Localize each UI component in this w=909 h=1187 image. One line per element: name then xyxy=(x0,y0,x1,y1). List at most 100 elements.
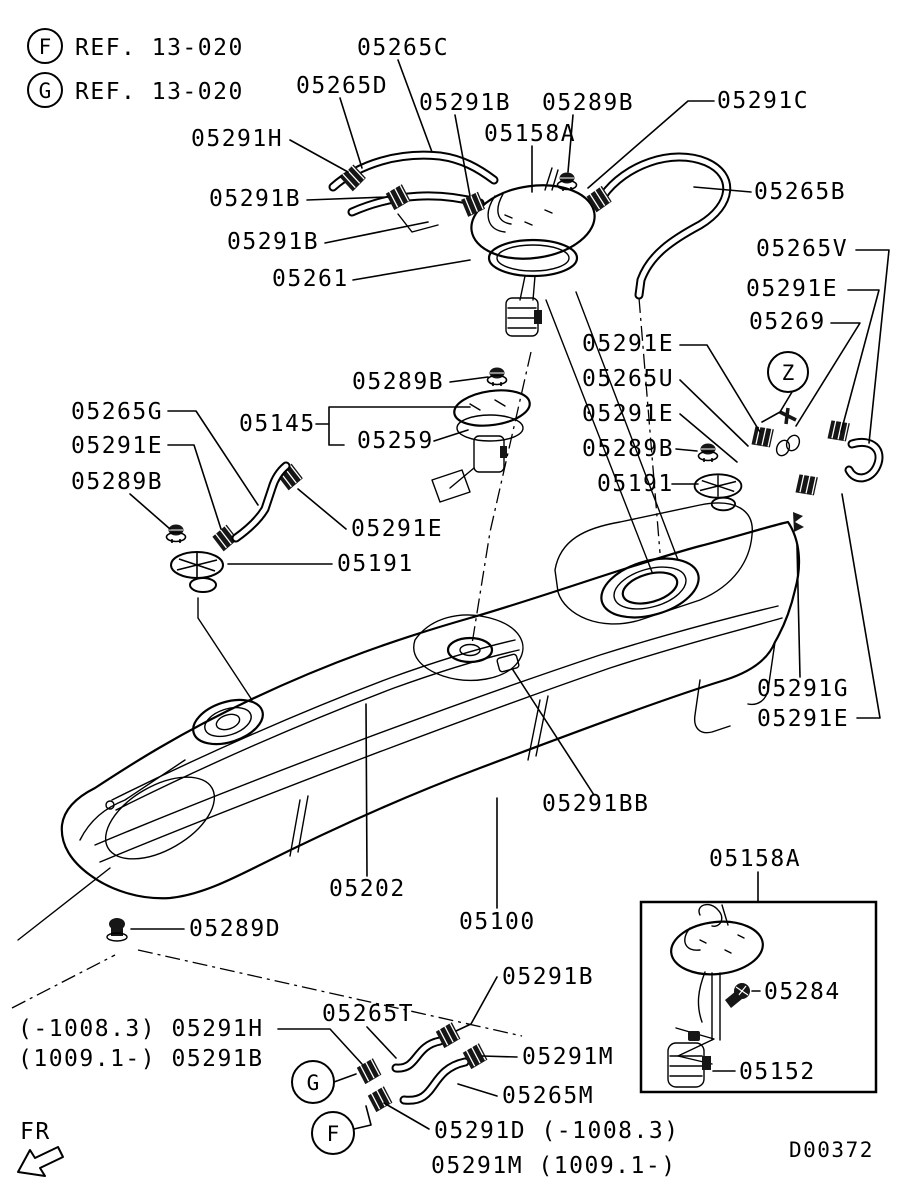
drawing-number: D00372 xyxy=(789,1138,874,1162)
callout-05291D-range[interactable]: 05291D (-1008.3) xyxy=(434,1118,680,1144)
callout-05152[interactable]: 05152 xyxy=(739,1059,816,1085)
callout-05158A-2[interactable]: 05158A xyxy=(709,846,801,872)
sender-tab xyxy=(500,446,507,458)
callout-05289B-4[interactable]: 05289B xyxy=(71,469,163,495)
tank-front-face-edge-2 xyxy=(99,617,783,863)
callout-range-05291B[interactable]: (1009.1-) 05291B xyxy=(18,1046,264,1072)
callout-05289B-2[interactable]: 05289B xyxy=(352,369,444,395)
callout-05265C[interactable]: 05265C xyxy=(357,35,449,61)
hose-circle-G[interactable] xyxy=(291,1060,335,1104)
callout-05291E-5[interactable]: 05291E xyxy=(351,516,443,542)
zone-circle-Z[interactable] xyxy=(767,351,809,393)
inset-plate-marks xyxy=(699,934,745,954)
callout-05145[interactable]: 05145 xyxy=(239,411,316,437)
callout-05191-1[interactable]: 05191 xyxy=(597,471,674,497)
callout-05291B-3[interactable]: 05291B xyxy=(227,229,319,255)
cross-fitting xyxy=(779,407,797,425)
connector xyxy=(775,439,791,457)
callout-05191-2[interactable]: 05191 xyxy=(337,551,414,577)
callout-05291E-4[interactable]: 05291E xyxy=(71,433,163,459)
callout-range-05291H[interactable]: (-1008.3) 05291H xyxy=(18,1016,264,1042)
hose-clamp-icon xyxy=(747,421,779,453)
zone-letter-Z[interactable]: Z xyxy=(782,361,795,385)
callout-05265U[interactable]: 05265U xyxy=(582,366,674,392)
callout-05265G[interactable]: 05265G xyxy=(71,399,163,425)
pump-opening-hub xyxy=(621,571,679,605)
left-valve-cluster xyxy=(165,461,306,701)
ref-letter-F[interactable]: F xyxy=(39,35,52,59)
callout-05261[interactable]: 05261 xyxy=(272,266,349,292)
callout-05202[interactable]: 05202 xyxy=(329,876,406,902)
top-pipe-2 xyxy=(115,649,520,811)
callout-05289B-3[interactable]: 05289B xyxy=(582,436,674,462)
callout-05291E-1[interactable]: 05291E xyxy=(746,276,838,302)
sender-opening-hub xyxy=(459,643,481,657)
projection-line xyxy=(137,949,523,1037)
hose-05265T-fill xyxy=(393,1038,443,1071)
callout-05291E-6[interactable]: 05291E xyxy=(757,706,849,732)
tank-nose-pocket xyxy=(104,776,216,860)
hose-ref-G[interactable]: G xyxy=(291,1060,335,1104)
inset-filter-cap xyxy=(688,1031,700,1041)
callout-05265D[interactable]: 05265D xyxy=(296,73,388,99)
zone-callout-Z[interactable]: Z xyxy=(767,351,809,393)
projection-line xyxy=(638,297,661,554)
ref-letter-G[interactable]: G xyxy=(39,79,52,103)
callout-05291BB[interactable]: 05291BB xyxy=(542,791,649,817)
bolt-flange xyxy=(106,932,128,942)
hose-05265B-fill xyxy=(600,154,730,298)
callout-05291E-2[interactable]: 05291E xyxy=(582,331,674,357)
tank-outline xyxy=(60,520,801,900)
hose-letter-F[interactable]: F xyxy=(327,1122,340,1146)
sender-opening-ring xyxy=(446,636,494,664)
ref-F[interactable]: F REF. 13-020 xyxy=(27,28,244,64)
hose-letter-G[interactable]: G xyxy=(307,1071,320,1095)
top-pipe-1 xyxy=(111,639,516,801)
callout-05265V[interactable]: 05265V xyxy=(756,236,848,262)
filler-cap-icon xyxy=(170,551,224,593)
callout-05158A-1[interactable]: 05158A xyxy=(484,121,576,147)
callout-05289B-1[interactable]: 05289B xyxy=(542,90,634,116)
left-opening-inner xyxy=(204,706,252,738)
hose-ref-F[interactable]: F xyxy=(311,1111,355,1155)
callout-05291B-1[interactable]: 05291B xyxy=(419,90,511,116)
ref-G[interactable]: G REF. 13-020 xyxy=(27,72,244,108)
sender-cap-marks xyxy=(469,399,506,411)
callout-05291H-1[interactable]: 05291H xyxy=(191,126,283,152)
callout-05291M-range[interactable]: 05291M (1009.1-) xyxy=(431,1153,677,1179)
cap-projection-line xyxy=(197,597,253,701)
ref-circle-G[interactable] xyxy=(27,72,63,108)
hose-05265V-fill xyxy=(846,440,882,481)
hose-clamp-icon xyxy=(365,1084,395,1114)
callout-05289D[interactable]: 05289D xyxy=(189,916,281,942)
pump-plate xyxy=(470,184,596,260)
callout-05100[interactable]: 05100 xyxy=(459,909,536,935)
callout-05269[interactable]: 05269 xyxy=(749,309,826,335)
callout-05291E-3[interactable]: 05291E xyxy=(582,401,674,427)
float xyxy=(431,469,471,503)
callout-05291M-1[interactable]: 05291M xyxy=(522,1044,614,1070)
ref-circle-F[interactable] xyxy=(27,28,63,64)
callout-05291C[interactable]: 05291C xyxy=(717,88,809,114)
pump-plate-marks xyxy=(504,209,553,226)
hose-circle-F[interactable] xyxy=(311,1111,355,1155)
callout-05291G[interactable]: 05291G xyxy=(757,676,849,702)
inset-filter xyxy=(667,1042,705,1088)
callout-05265T[interactable]: 05265T xyxy=(322,1001,414,1027)
pump-ring-inner xyxy=(496,244,570,272)
sender-ring xyxy=(456,414,524,442)
connector xyxy=(785,434,801,452)
hose-clamp-icon xyxy=(791,469,823,501)
sender-cap xyxy=(453,389,531,427)
callout-05265M[interactable]: 05265M xyxy=(502,1083,594,1109)
tank-strap-2 xyxy=(289,795,309,857)
callout-05291B-2[interactable]: 05291B xyxy=(209,186,301,212)
callout-05284[interactable]: 05284 xyxy=(764,979,841,1005)
callout-05291B-4[interactable]: 05291B xyxy=(502,964,594,990)
bolt-body xyxy=(111,927,123,936)
callout-05259[interactable]: 05259 xyxy=(357,428,434,454)
pump-opening-ring xyxy=(600,557,700,619)
left-opening-ring xyxy=(192,698,264,746)
callout-05265B[interactable]: 05265B xyxy=(754,179,846,205)
